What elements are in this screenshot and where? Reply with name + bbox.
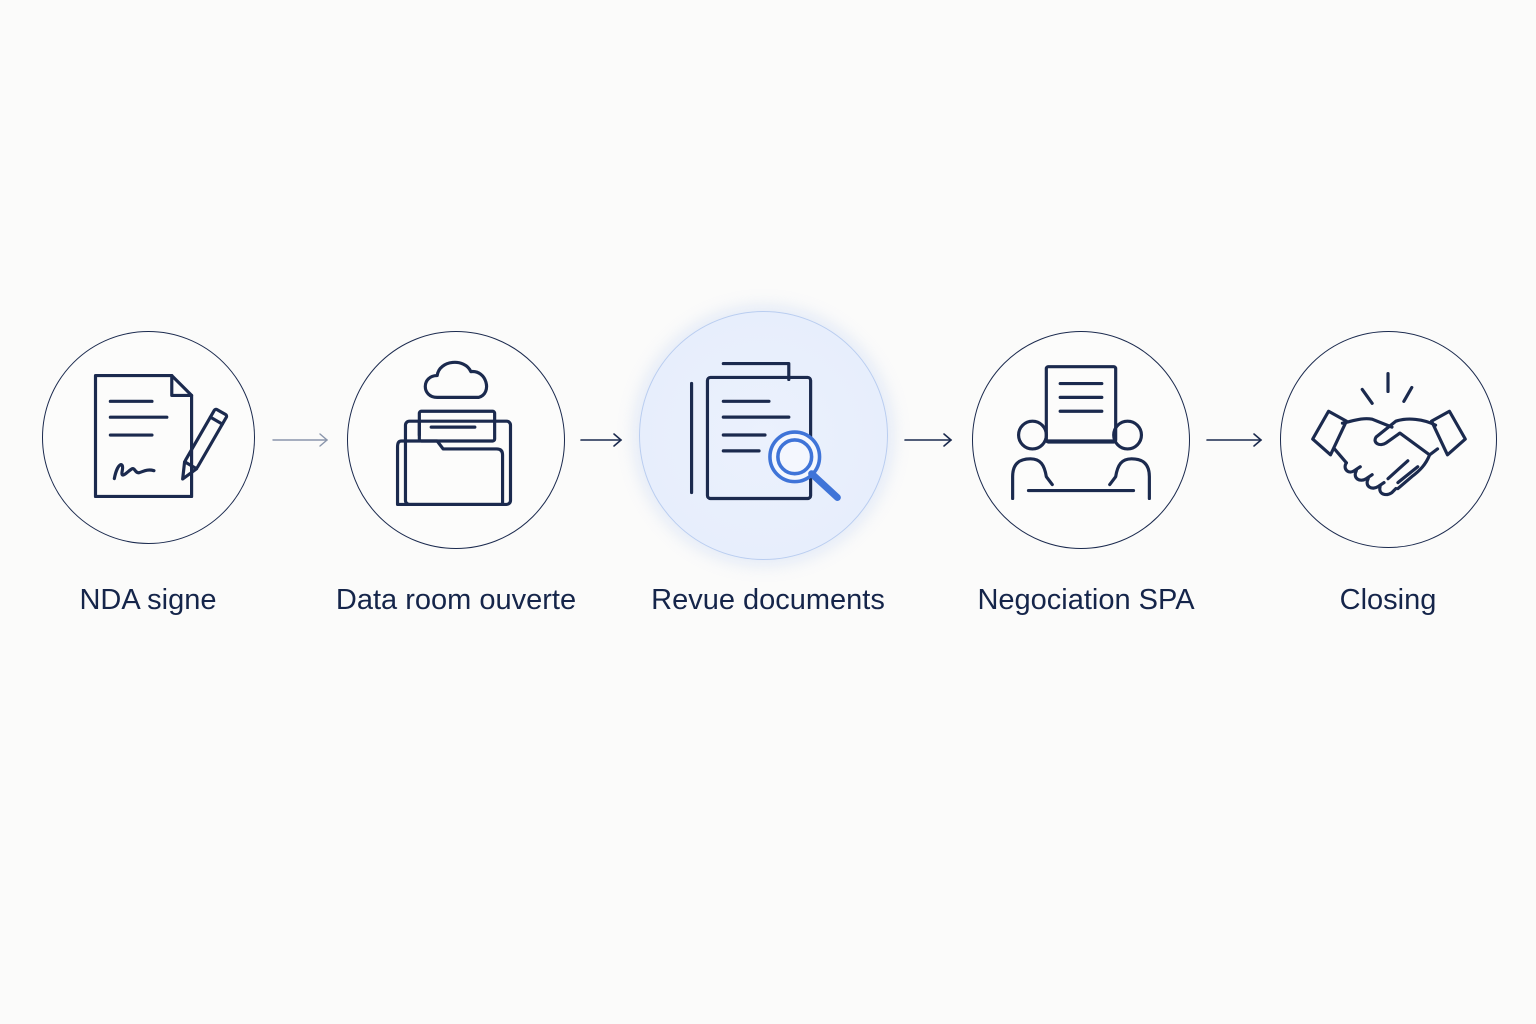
step-1-label: NDA signe: [79, 584, 217, 616]
step-1-circle: [42, 331, 255, 544]
arrow-right-icon: [1206, 433, 1263, 447]
negotiation-meeting-icon: [1011, 365, 1151, 501]
step-2-label: Data room ouverte: [335, 584, 577, 616]
step-5-circle: [1280, 331, 1497, 548]
arrow-right-icon: [904, 433, 953, 447]
step-5-label: Closing: [1339, 584, 1437, 616]
arrow-right-icon: [580, 433, 623, 447]
step-4-label: Negociation SPA: [977, 584, 1195, 616]
handshake-icon: [1311, 372, 1467, 497]
arrow-right-icon: [272, 433, 329, 447]
step-4-circle: [972, 331, 1190, 549]
document-search-icon: [689, 361, 841, 501]
step-3-label: Revue documents: [651, 584, 885, 616]
step-2-circle: [347, 331, 565, 549]
step-3-circle-active: [639, 311, 888, 560]
signed-document-icon: [93, 374, 229, 499]
cloud-folder-icon: [395, 360, 513, 506]
